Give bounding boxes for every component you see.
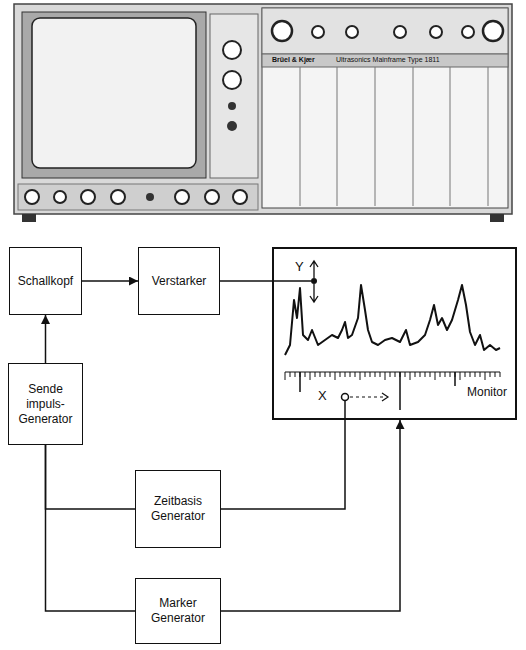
control-column <box>210 14 258 178</box>
crt-screen <box>32 18 196 168</box>
transducer-box: Schallkopf <box>9 247 82 315</box>
axis-label: Y <box>295 259 304 274</box>
signal-line <box>46 445 136 509</box>
time-ruler <box>285 372 500 380</box>
x-arrowhead <box>382 393 388 401</box>
y-arrows <box>310 261 318 302</box>
box-label: Monitor <box>467 385 507 400</box>
knob <box>312 26 324 38</box>
knob <box>81 190 95 204</box>
knob <box>233 190 247 204</box>
timebase-generator-box: Zeitbasis Generator <box>135 470 221 548</box>
box-label: Schallkopf <box>18 274 73 289</box>
x-arrow <box>350 396 384 397</box>
knob <box>25 190 39 204</box>
timebase-wire <box>344 401 346 420</box>
amplifier-wire <box>272 280 311 282</box>
monitor-box: Monitor <box>272 247 517 420</box>
signal-line <box>221 420 345 509</box>
signal-line <box>46 445 136 611</box>
box-label: Marker Generator <box>140 596 216 626</box>
instrument-housing <box>14 4 512 214</box>
knob <box>146 193 154 201</box>
box-label: Zeitbasis Generator <box>140 494 216 524</box>
knob <box>228 102 236 110</box>
signal-line <box>220 280 272 282</box>
x-dot <box>342 394 349 401</box>
brand-label: Brüel & Kjær <box>272 56 315 63</box>
signal-line <box>45 315 47 363</box>
knob <box>483 21 503 41</box>
control-row <box>18 184 258 210</box>
knob <box>54 191 66 203</box>
box-label: Verstarker <box>152 274 207 289</box>
knob <box>462 26 474 38</box>
y-dot <box>311 278 317 284</box>
knob <box>223 41 241 59</box>
knob <box>205 190 219 204</box>
knob <box>430 26 442 38</box>
model-label: Ultrasonics Mainframe Type 1811 <box>336 56 440 63</box>
knob <box>223 71 241 89</box>
knob <box>227 121 237 131</box>
knob <box>346 26 358 38</box>
ruler-mark <box>300 372 455 410</box>
instrument-foot <box>22 214 36 222</box>
amplifier-box: Verstarker <box>138 247 220 315</box>
axis-label: X <box>318 388 327 403</box>
knob <box>394 26 406 38</box>
name-band <box>262 54 508 67</box>
knob <box>175 190 189 204</box>
pulse-generator-box: Sende impuls- Generator <box>8 363 83 445</box>
knob <box>272 21 292 41</box>
box-label: Sende impuls- Generator <box>13 382 78 427</box>
screen-bezel <box>22 12 206 178</box>
signal-line <box>221 420 400 611</box>
module-rack <box>262 8 508 208</box>
module-slots <box>300 67 488 206</box>
knob <box>111 190 125 204</box>
echo-waveform <box>285 285 500 355</box>
instrument-foot <box>490 214 504 222</box>
marker-generator-box: Marker Generator <box>135 578 221 644</box>
signal-line <box>82 280 138 282</box>
control-strip <box>262 8 508 54</box>
